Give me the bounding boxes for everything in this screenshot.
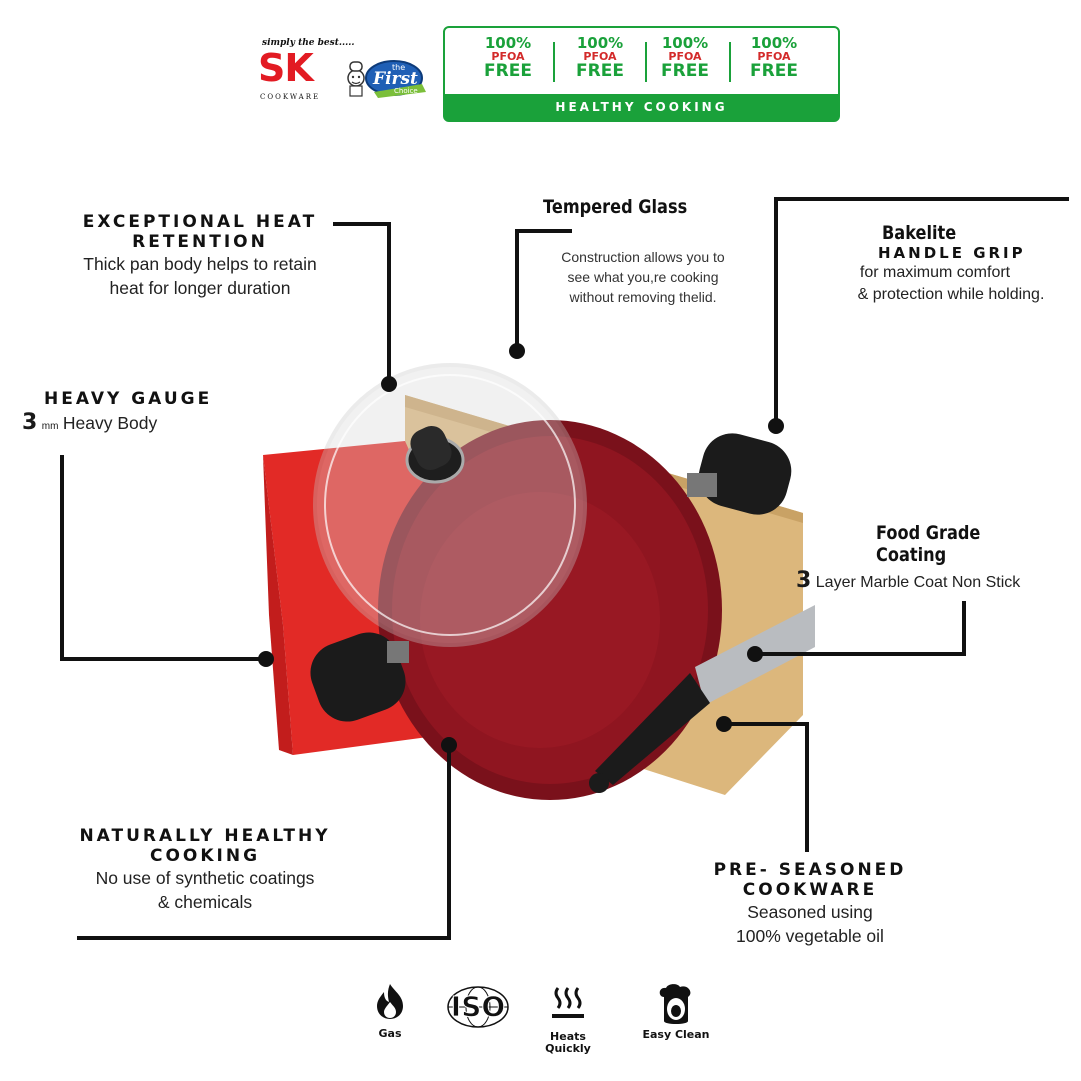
bakelite-handle-right <box>687 433 792 515</box>
callout-dot <box>441 737 457 753</box>
gas-label: Gas <box>378 1027 402 1040</box>
feature-title: EXCEPTIONAL HEAT <box>82 212 318 232</box>
iso-label: ISO <box>450 990 506 1024</box>
badge-divider <box>729 42 731 82</box>
callout-dot <box>509 343 525 359</box>
callout-dot <box>747 646 763 662</box>
feature-title: Food Grade Coating <box>876 522 981 566</box>
brand-logo-letters: SK <box>258 46 314 90</box>
callout-line <box>333 222 391 226</box>
feature-naturally-healthy: NATURALLY HEALTHY COOKING No use of synt… <box>50 826 360 914</box>
callout-dot <box>768 418 784 434</box>
feature-title: COOKWARE <box>742 880 878 900</box>
callout-line <box>387 222 391 382</box>
brand-logo: simply the best..... SK COOKWARE <box>258 38 355 102</box>
callout-line <box>515 229 572 233</box>
first-choice-bottom: Choice <box>394 87 418 95</box>
callout-line <box>447 745 451 940</box>
badge-divider <box>645 42 647 82</box>
feature-title: HEAVY GAUGE <box>44 389 213 409</box>
iso-icon <box>447 986 509 1028</box>
callout-line <box>515 229 519 351</box>
first-choice-top: the <box>392 63 406 72</box>
feature-food-grade: Food Grade Coating 3 Layer Marble Coat N… <box>796 522 1076 598</box>
feature-title: RETENTION <box>132 232 268 252</box>
feature-tempered-glass: Tempered Glass <box>543 196 753 218</box>
brand-tagline: simply the best..... <box>262 38 355 48</box>
callout-dot <box>381 376 397 392</box>
steam-icon <box>552 987 584 1018</box>
flame-icon <box>377 984 403 1019</box>
feature-bakelite: Bakelite HANDLE GRIP for maximum comfort… <box>800 222 1070 306</box>
callout-dot <box>716 716 732 732</box>
gas-feature: Gas <box>370 982 410 1042</box>
callout-line <box>755 652 966 656</box>
feature-title: NATURALLY HEALTHY <box>79 826 331 846</box>
first-choice-main: First <box>373 69 418 89</box>
callout-line <box>77 936 451 940</box>
callout-line <box>774 197 778 427</box>
feature-desc: heat for longer duration <box>109 278 291 298</box>
feature-tempered-glass-desc: Construction allows you to see what you,… <box>561 249 725 305</box>
feature-title: PRE- SEASONED <box>713 860 907 880</box>
callout-line <box>60 657 266 661</box>
glass-lid <box>313 363 587 647</box>
feature-pre-seasoned: PRE- SEASONED COOKWARE Seasoned using 10… <box>690 860 930 948</box>
bakelite-handle-left <box>310 632 409 722</box>
iso-feature: ISO <box>445 985 511 1029</box>
chef-icon <box>659 984 691 1024</box>
feature-desc: Thick pan body helps to retain <box>83 254 317 274</box>
callout-line <box>726 722 809 726</box>
callout-dot <box>258 651 274 667</box>
badge-divider <box>553 42 555 82</box>
product-illustration <box>263 363 815 800</box>
easy-clean-label: Easy Clean <box>642 1028 710 1041</box>
callout-line <box>60 455 64 661</box>
chef-mascot-icon <box>347 61 365 97</box>
callout-line <box>962 601 966 656</box>
first-choice-logo: the First Choice <box>344 52 430 102</box>
feature-title: Bakelite <box>882 222 957 244</box>
callout-line <box>805 722 809 852</box>
feature-heat-retention: EXCEPTIONAL HEAT RETENTION Thick pan bod… <box>40 212 360 300</box>
heats-quickly-feature: Heats Quickly <box>540 985 596 1055</box>
heats-label: Heats Quickly <box>545 1030 591 1055</box>
feature-heavy-gauge: HEAVY GAUGE 3 mm Heavy Body <box>22 389 282 441</box>
feature-title: COOKING <box>149 846 261 866</box>
feature-title: Tempered Glass <box>543 196 688 218</box>
brand-logo-sub: COOKWARE <box>260 93 321 101</box>
easy-clean-feature: Easy Clean <box>640 983 712 1043</box>
badge-footer: HEALTHY COOKING <box>445 94 838 120</box>
feature-title: HANDLE GRIP <box>878 244 1026 262</box>
callout-line <box>774 197 1069 201</box>
